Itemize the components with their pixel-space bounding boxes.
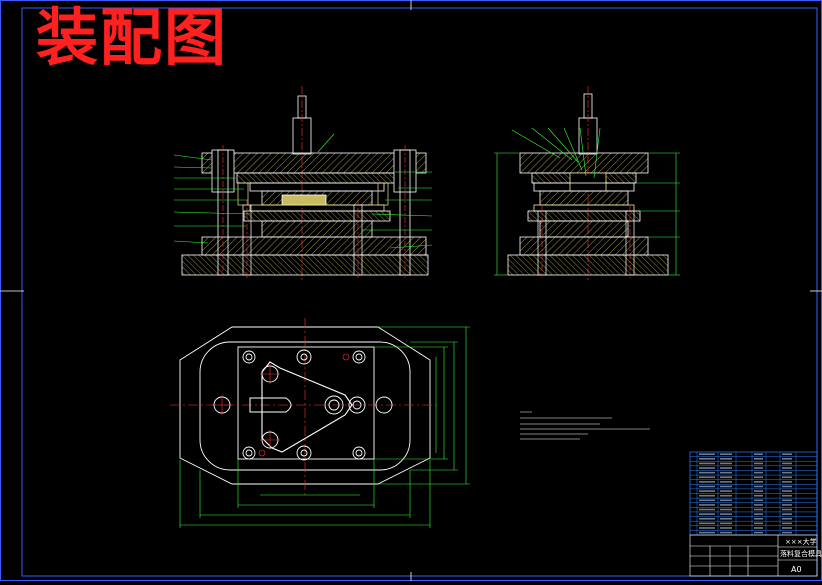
parts-list-entry-mark	[782, 508, 792, 511]
parts-list-entry-mark	[699, 485, 715, 488]
parts-list-entry-mark	[754, 508, 763, 511]
parts-list-entry-mark	[782, 471, 792, 474]
parts-list-entry-mark	[754, 499, 763, 502]
parts-list-entry-mark	[782, 499, 792, 502]
parts-list-entry-mark	[720, 462, 732, 465]
parts-list-entry-mark	[699, 527, 715, 529]
parts-list-entry-mark	[720, 467, 732, 469]
parts-list-entry-mark	[720, 531, 732, 534]
parts-list-entry-mark	[782, 513, 792, 515]
parts-list-entry-mark	[699, 513, 715, 515]
parts-list-entry-mark	[699, 499, 715, 502]
parts-list-entry-mark	[782, 517, 792, 520]
parts-list-entry-mark	[754, 453, 763, 455]
parts-list-entry-mark	[754, 517, 763, 520]
parts-list-entry-mark	[720, 499, 732, 502]
parts-list-entry-mark	[754, 467, 763, 469]
parts-list-entry-mark	[720, 453, 732, 455]
parts-list-entry-mark	[720, 485, 732, 488]
parts-list-entry-mark	[720, 494, 732, 497]
parts-list-entry-mark	[782, 462, 792, 465]
parts-list-entry-mark	[782, 490, 792, 492]
title-block-product-name: 落料复合模具	[780, 550, 822, 558]
parts-list-entry-mark	[754, 462, 763, 465]
parts-list-entry-mark	[699, 481, 715, 483]
parts-list-entry-mark	[720, 522, 732, 525]
parts-list-entry-mark	[699, 462, 715, 465]
parts-list-entry-mark	[782, 504, 792, 506]
parts-list-entry-mark	[754, 513, 763, 515]
parts-list-entry-mark	[720, 458, 732, 460]
parts-list-entry-mark	[699, 517, 715, 520]
parts-list-entry-mark	[720, 513, 732, 515]
parts-list-entry-mark	[720, 504, 732, 506]
parts-list-entry-mark	[754, 522, 763, 525]
parts-list-entry-mark	[754, 531, 763, 534]
parts-list-entry-mark	[754, 481, 763, 483]
parts-list-entry-mark	[782, 481, 792, 483]
parts-list-entry-mark	[754, 494, 763, 497]
drawing-title: 装配图	[36, 1, 229, 74]
parts-list-entry-mark	[782, 458, 792, 460]
parts-list-entry-mark	[720, 508, 732, 511]
parts-list-entry-mark	[699, 490, 715, 492]
parts-list-entry-mark	[720, 517, 732, 520]
parts-list-entry-mark	[754, 504, 763, 506]
parts-list-entry-mark	[699, 453, 715, 455]
front-section-view	[173, 86, 433, 280]
parts-list-entry-mark	[782, 485, 792, 488]
parts-list-entry-mark	[754, 476, 763, 479]
parts-list-entry-mark	[699, 471, 715, 474]
parts-list-entry-mark	[754, 485, 763, 488]
parts-list-entry-mark	[782, 527, 792, 529]
parts-list-entry-mark	[782, 476, 792, 479]
parts-list-entry-mark	[699, 522, 715, 525]
parts-list-entry-mark	[782, 467, 792, 469]
parts-list-entry-mark	[699, 531, 715, 534]
parts-list-entry-mark	[720, 527, 732, 529]
plan-view	[170, 318, 470, 528]
parts-list-entry-mark	[720, 481, 732, 483]
parts-list-entry-mark	[782, 494, 792, 497]
parts-list-entry-mark	[720, 476, 732, 479]
technical-notes	[520, 411, 650, 440]
parts-list-entry-mark	[699, 504, 715, 506]
side-section-view	[494, 86, 680, 280]
parts-list-entry-mark	[699, 476, 715, 479]
parts-list-entry-mark	[720, 471, 732, 474]
parts-list-entry-mark	[782, 522, 792, 525]
parts-list-entry-mark	[754, 527, 763, 529]
parts-list-entry-mark	[754, 471, 763, 474]
parts-list-table	[689, 451, 818, 536]
parts-list-entry-mark	[782, 531, 792, 534]
parts-list-entry-mark	[699, 508, 715, 511]
parts-list-entry-mark	[754, 458, 763, 460]
parts-list-entry-mark	[720, 490, 732, 492]
parts-list-entry-mark	[754, 490, 763, 492]
parts-list-entry-mark	[699, 467, 715, 469]
parts-list-entry-mark	[782, 453, 792, 455]
title-block-school: ×××大学	[785, 538, 817, 546]
parts-list-entry-mark	[699, 494, 715, 497]
title-block-scale: A0	[791, 565, 802, 574]
parts-list-entry-mark	[699, 458, 715, 460]
title-block	[689, 534, 818, 577]
